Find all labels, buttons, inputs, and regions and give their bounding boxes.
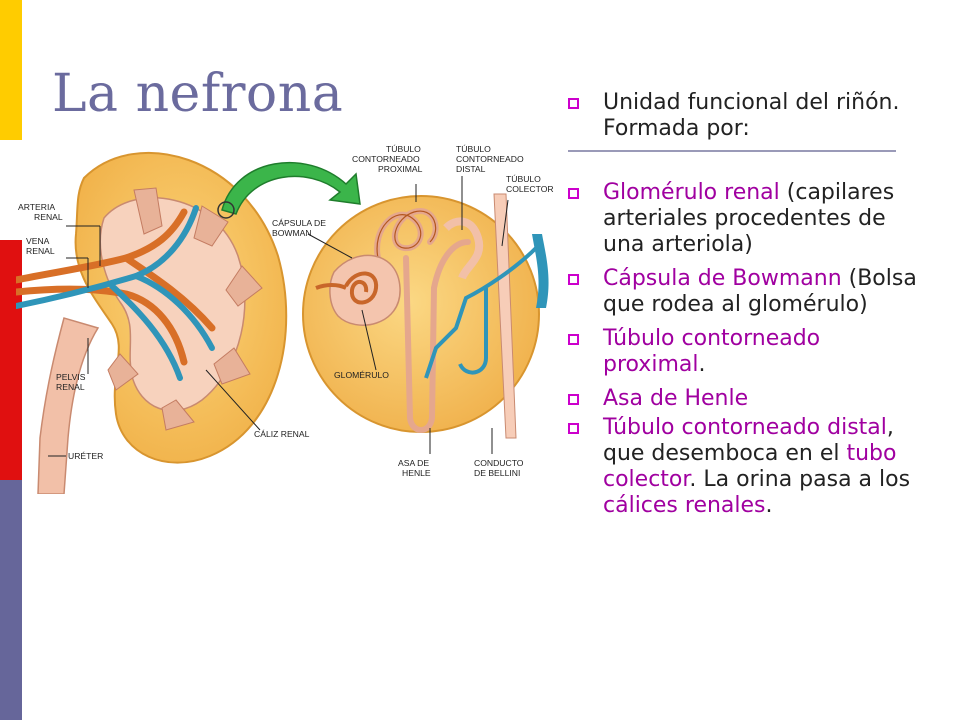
side-bar-violet bbox=[0, 480, 22, 720]
side-bar-yellow bbox=[0, 0, 22, 140]
bullet-tubulo-distal-term: Túbulo contorneado distal bbox=[603, 415, 887, 440]
bullet-intro: Unidad funcional del riñón. Formada por: bbox=[568, 90, 928, 142]
label-caliz-renal: CÁLIZ RENAL bbox=[254, 429, 310, 439]
bullet-asa-henle: Asa de Henle bbox=[568, 386, 928, 412]
bullet-glomerulo: Glomérulo renal (capilares arteriales pr… bbox=[568, 180, 928, 258]
label-ureter: URÉTER bbox=[68, 451, 103, 461]
bullet-tubulo-distal-text3: . bbox=[765, 493, 773, 518]
label-glomerulo: GLOMÉRULO bbox=[334, 370, 389, 380]
bullet-tubulo-proximal: Túbulo contorneado proximal. bbox=[568, 326, 928, 378]
bullet-square-icon bbox=[568, 188, 579, 199]
bullet-square-icon bbox=[568, 274, 579, 285]
bullet-intro-text: Unidad funcional del riñón. Formada por: bbox=[603, 90, 900, 141]
side-bar-gap bbox=[0, 140, 22, 240]
bullet-calices-term: cálices renales bbox=[603, 493, 766, 518]
nephron-detail bbox=[302, 193, 549, 439]
side-bar-red bbox=[0, 240, 22, 480]
bullet-list: Unidad funcional del riñón. Formada por:… bbox=[568, 90, 928, 519]
bullet-square-icon bbox=[568, 394, 579, 405]
bullet-tubulo-proximal-term: Túbulo contorneado proximal bbox=[603, 326, 821, 377]
bullet-glomerulo-desc: (capilares arteriales procedentes de una… bbox=[603, 180, 895, 257]
slide-title: La nefrona bbox=[52, 64, 344, 124]
zoom-arrow bbox=[221, 161, 361, 215]
zoom-origin-marker bbox=[217, 201, 235, 219]
bullet-tubo-colector-term: tubo colector bbox=[603, 441, 897, 492]
bullet-capsula-term: Cápsula de Bowmann bbox=[603, 266, 842, 291]
bullet-capsula-desc: (Bolsa que rodea al glomérulo) bbox=[603, 266, 917, 317]
decorative-side-bar bbox=[0, 0, 22, 720]
bullet-capsula: Cápsula de Bowmann (Bolsa que rodea al g… bbox=[568, 266, 928, 318]
kidney-illustration bbox=[16, 151, 288, 494]
bullet-tubulo-proximal-end: . bbox=[698, 352, 706, 377]
bullet-asa-henle-term: Asa de Henle bbox=[603, 386, 749, 411]
bullet-square-icon bbox=[568, 98, 579, 109]
bullet-glomerulo-term: Glomérulo renal bbox=[603, 180, 780, 205]
bullet-square-icon bbox=[568, 423, 579, 434]
bullet-tubulo-distal: Túbulo contorneado distal, que desemboca… bbox=[568, 415, 928, 519]
intro-separator bbox=[568, 150, 896, 152]
bullet-tubulo-distal-text1: , que desemboca en el bbox=[603, 415, 894, 466]
bullet-tubulo-distal-text2: . La orina pasa a los bbox=[689, 467, 911, 492]
bullet-square-icon bbox=[568, 334, 579, 345]
